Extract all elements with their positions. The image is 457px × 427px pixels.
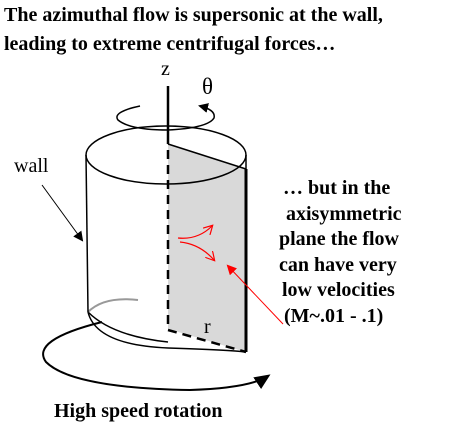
r-axis-label: r [204,316,211,338]
cylinder-back-edge [87,311,169,343]
wall-pointer [41,184,84,242]
note-line: low velocities [282,279,395,301]
wall-label: wall [14,155,49,177]
velocity-note: … but in the axisymmetric plane the flow… [279,176,403,329]
plane-top-edge [167,143,247,170]
cylinder-hidden-base [87,298,139,313]
rotation-label: High speed rotation [54,400,223,422]
note-line: can have very [279,253,397,276]
title-line-1: The azimuthal flow is supersonic at the … [4,4,383,26]
cylinder-bottom-arc [87,311,247,353]
axisymmetric-plane [168,144,246,352]
flow-arrow-upper [177,226,212,239]
cylinder-left-side [85,154,89,313]
note-line: … but in the [283,177,391,199]
note-line: axisymmetric [286,202,402,225]
cylinder-top-ellipse [85,125,247,185]
z-axis-label: z [161,58,170,80]
flow-arrow-lower [179,241,214,260]
note-pointer [226,264,284,325]
title-line-2: leading to extreme centrifugal forces… [4,33,336,55]
note-line: plane the flow [279,228,399,250]
note-line: (M~.01 - .1) [284,304,384,327]
rotation-arrow [42,321,271,392]
theta-rotation-arrow [116,103,215,131]
theta-label: θ [202,74,214,99]
r-axis [167,328,247,354]
